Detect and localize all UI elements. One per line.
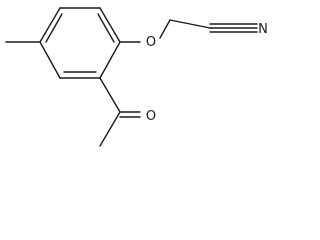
- cyanomethoxy-group: [119, 19, 258, 43]
- ring-bond-c4-c5: [39, 7, 61, 43]
- ring-bond-c1-c2: [99, 41, 121, 79]
- acetyl-group: [99, 77, 141, 147]
- chemical-structure-diagram: O N O: [5, 7, 268, 147]
- ring-bond-c6-c1: [99, 7, 121, 43]
- bond-ether-oxygen-to-ch2: [159, 19, 171, 39]
- ketone-oxygen-label: O: [146, 109, 156, 124]
- ring-bond-c3-c4: [39, 41, 61, 79]
- bond-ch2-to-nitrile-carbon: [169, 19, 211, 29]
- bond-carbonyl-to-methyl: [99, 111, 121, 147]
- benzene-ring: [39, 7, 121, 79]
- ring-double-bond-c6-c1: [97, 13, 115, 43]
- nitrile-nitrogen-label: N: [258, 22, 268, 37]
- bond-ring-to-carbonyl-carbon: [99, 77, 121, 113]
- ether-oxygen-label: O: [146, 35, 156, 50]
- ring-double-bond-c4-c5: [45, 13, 63, 43]
